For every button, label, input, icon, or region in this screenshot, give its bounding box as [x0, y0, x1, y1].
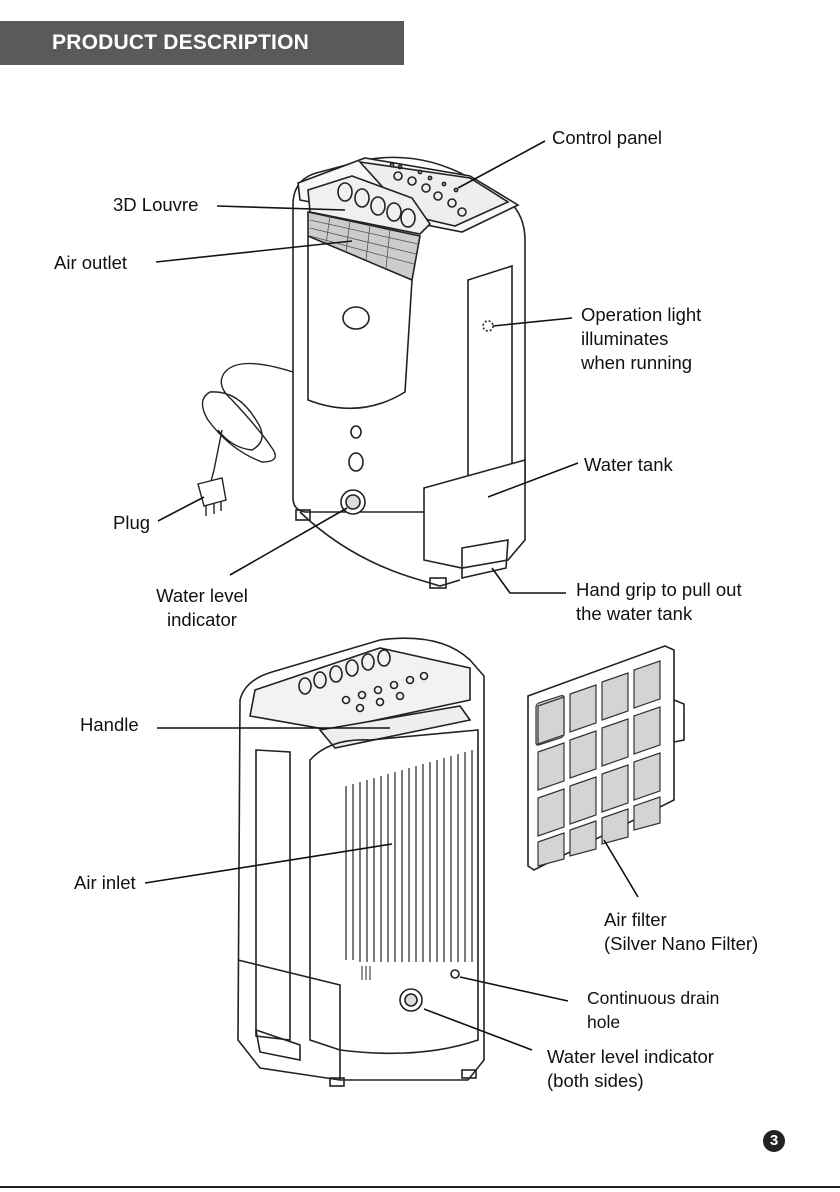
power-cord-plug-drawing [198, 364, 293, 517]
label-operation-light: Operation light illuminates when running [581, 303, 701, 375]
front-unit-drawing [293, 157, 525, 588]
page-number-badge: 3 [763, 1130, 785, 1152]
label-water-level-indicator: Water level indicator [140, 584, 264, 632]
label-handle: Handle [80, 713, 139, 737]
label-air-outlet: Air outlet [54, 251, 127, 275]
label-drain-hole: Continuous drain hole [587, 986, 719, 1034]
label-control-panel: Control panel [552, 126, 662, 150]
label-plug: Plug [113, 511, 150, 535]
label-air-filter: Air filter (Silver Nano Filter) [604, 908, 758, 956]
label-water-tank: Water tank [584, 453, 673, 477]
bottom-rule [0, 1186, 840, 1188]
label-3d-louvre: 3D Louvre [113, 193, 198, 217]
label-air-inlet: Air inlet [74, 871, 136, 895]
label-water-level-both-sides: Water level indicator (both sides) [547, 1045, 714, 1093]
label-hand-grip: Hand grip to pull out the water tank [576, 578, 742, 626]
air-filter-drawing [528, 646, 684, 870]
